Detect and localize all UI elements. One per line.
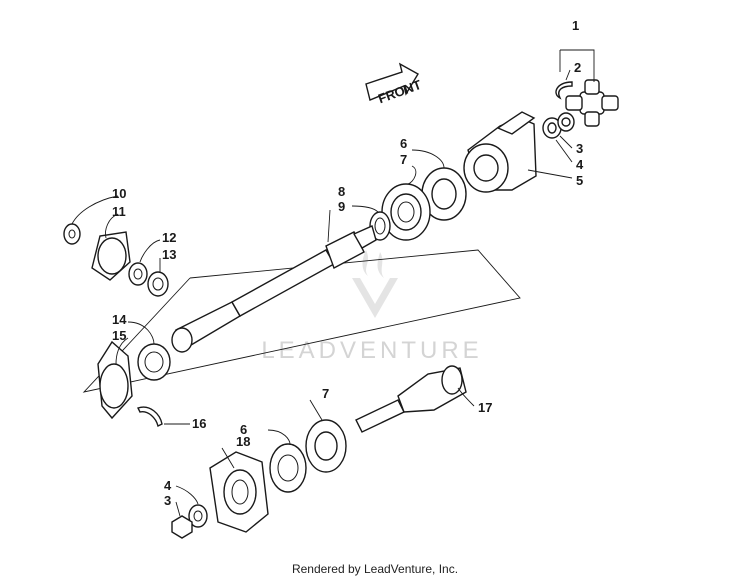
callout-3: 3 [576,141,583,156]
callout-4: 4 [576,157,584,172]
shaft-washer-part [369,211,391,241]
callout-6-lower: 6 [240,422,247,437]
callout-1: 1 [572,18,579,33]
upper-bearing-part [381,167,467,241]
drive-shaft-part [171,225,377,353]
front-direction-arrow: FRONT [365,62,423,106]
callout-17: 17 [478,400,492,415]
callout-leader-lines [71,49,595,517]
snap-ring-part [555,81,573,100]
callout-18: 18 [236,434,250,449]
callout-labels: 1 2 3 4 5 6 7 8 9 10 11 12 13 14 15 16 1… [112,18,584,508]
callout-4-lower: 4 [164,478,172,493]
callout-2: 2 [574,60,581,75]
callout-13: 13 [162,247,176,262]
yoke-washers-part [542,112,575,139]
callout-10: 10 [112,186,126,201]
u-joint-cross-part [565,79,619,127]
footer-credit: Rendered by LeadVenture, Inc. [291,562,459,576]
callout-16: 16 [192,416,206,431]
callout-7-lower: 7 [322,386,329,401]
callout-5: 5 [576,173,583,188]
flange-housing-part [209,451,269,533]
callout-3-lower: 3 [164,493,171,508]
callout-6: 6 [400,136,407,151]
ring-gear-bearing-part [97,340,171,420]
drive-yoke-part [463,111,537,193]
watermark-logo [352,250,398,318]
lower-bearing-part [269,419,347,493]
callout-14: 14 [112,312,127,327]
callout-11: 11 [112,204,126,219]
callout-12: 12 [162,230,176,245]
pinion-gear-group-part [63,223,169,297]
output-shaft-part [355,365,467,433]
callout-9: 9 [338,199,345,214]
callout-15: 15 [112,328,126,343]
callout-7: 7 [400,152,407,167]
retaining-clip-part [137,406,163,428]
callout-8: 8 [338,184,345,199]
watermark-text: LEADVENTURE [261,337,482,364]
lower-nut-washer-part [171,504,208,539]
